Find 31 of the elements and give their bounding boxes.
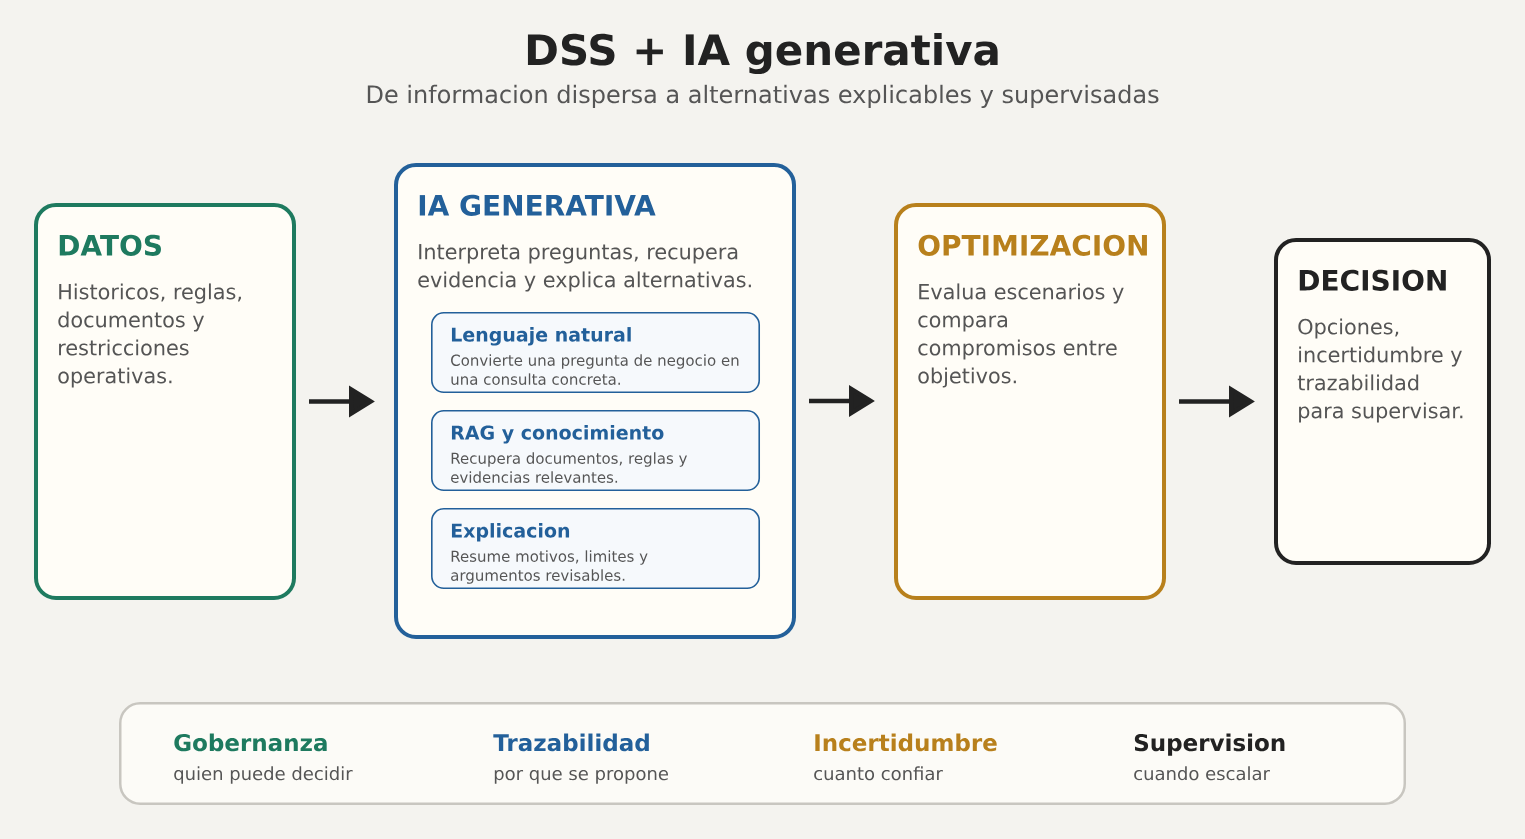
box-title: OPTIMIZACION — [918, 234, 1147, 256]
term-description: por que se propone — [494, 769, 668, 784]
box-description: Evalua escenarios y compara compromisos entre objetivos. — [918, 283, 1124, 388]
component-box — [431, 312, 760, 393]
term-title: Incertidumbre — [815, 733, 997, 752]
box-title: Lenguaje natural — [451, 327, 631, 346]
box-description: Historicos, reglas, documentos y restricciones operativas. — [58, 283, 241, 388]
box-title: DECISION — [1299, 269, 1446, 291]
box-description: Interpreta preguntas, recupera evidencia y explica alternativas. — [418, 244, 751, 292]
stage-box — [894, 203, 1166, 600]
box-description: Recupera documentos, reglas y evidencias relevantes. — [451, 452, 687, 483]
box-description: Resume motivos, limites y argumentos revisables. — [451, 550, 648, 584]
box-title: IA GENERATIVA — [419, 194, 656, 216]
box-title: Explicacion — [451, 523, 570, 542]
term-title: Gobernanza — [174, 733, 327, 752]
term-title: Trazabilidad — [493, 733, 649, 752]
term-description: cuando escalar — [1134, 766, 1270, 781]
box-title: DATOS — [59, 234, 161, 256]
stage-box — [1274, 238, 1491, 565]
component-box — [431, 508, 760, 589]
box-description: Convierte una pregunta de negocio en una consulta concreta. — [451, 354, 739, 385]
term-title: Supervision — [1134, 733, 1285, 756]
summary-panel — [119, 702, 1406, 805]
stage-box — [34, 203, 296, 600]
box-description: Opciones, incertidumbre y trazabilidad para supervisar. — [1297, 318, 1463, 423]
subtitle: De informacion dispersa a alternativas explicables y supervisadas — [367, 84, 1159, 108]
title: DSS + IA generativa — [527, 33, 998, 75]
component-box — [431, 410, 760, 491]
term-description: cuanto confiar — [814, 766, 943, 781]
box-title: RAG y conocimiento — [451, 425, 664, 444]
term-description: quien puede decidir — [174, 766, 353, 784]
